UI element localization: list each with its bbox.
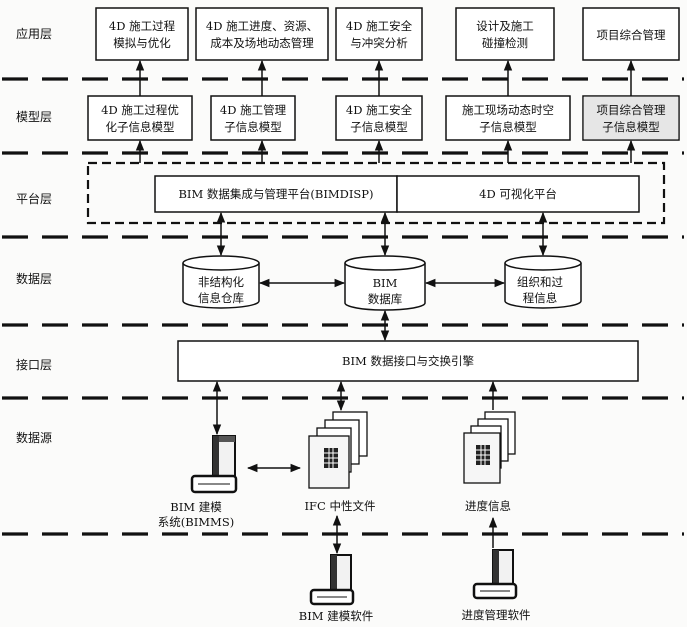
model-box-site-spatiotemporal-line1: 施工现场动态时空 [462, 103, 554, 117]
app-box-project-management-line1: 项目综合管理 [597, 28, 666, 42]
model-box-project-management-line1: 项目综合管理 [597, 103, 666, 117]
model-box-construction-management-line2: 子信息模型 [224, 120, 282, 134]
ifc-file-label: IFC 中性文件 [305, 499, 376, 513]
model-box-construction-safety-line2: 子信息模型 [350, 120, 408, 134]
ifc-document-stack-icon [308, 411, 368, 489]
model-box-construction-safety-line1: 4D 施工安全 [346, 103, 413, 117]
interface-engine-box [177, 340, 639, 382]
model-box-site-spatiotemporal-line2: 子信息模型 [479, 120, 537, 134]
model-box-construction-safety [335, 95, 423, 141]
interface-engine-label: BIM 数据接口与交换引擎 [342, 354, 474, 368]
model-box-construction-management [210, 95, 296, 141]
org-process-info-line1: 组织和过 [517, 275, 563, 289]
schedule-info-label: 进度信息 [465, 499, 511, 513]
model-box-construction-management-line1: 4D 施工管理 [220, 103, 287, 117]
app-box-project-management [582, 7, 680, 61]
app-box-clash-detection-line2: 碰撞检测 [482, 36, 528, 50]
layer-label-application: 应用层 [16, 26, 52, 41]
platform-dashed-frame [86, 161, 666, 225]
layer-label-model: 模型层 [16, 110, 52, 124]
bim-system-label-line1: BIM 建模 [170, 500, 222, 514]
bim-system-computer-icon [190, 435, 238, 494]
app-box-schedule-resource-line2: 成本及场地动态管理 [210, 36, 314, 50]
app-box-clash-detection-line1: 设计及施工 [476, 19, 534, 33]
app-box-schedule-resource-line1: 4D 施工进度、资源、 [206, 19, 318, 33]
app-box-schedule-resource [195, 7, 329, 61]
model-box-project-management-line2: 子信息模型 [602, 120, 660, 134]
model-box-process-optimization-line1: 4D 施工过程优 [101, 103, 179, 117]
app-box-simulation [95, 7, 189, 61]
bim-system-label-line2: 系统(BIMMS) [158, 515, 234, 529]
app-box-safety-conflict-line2: 与冲突分析 [350, 36, 408, 50]
model-box-process-optimization-line2: 化子信息模型 [106, 120, 175, 134]
layer-label-source: 数据源 [16, 430, 52, 445]
bim-software-label: BIM 建模软件 [299, 609, 373, 623]
platform-4d-visualization-box [396, 175, 640, 213]
unstructured-repository-line1: 非结构化 [198, 275, 244, 289]
app-box-safety-conflict [335, 7, 423, 61]
app-box-safety-conflict-line1: 4D 施工安全 [346, 19, 413, 33]
bim-software-computer-icon [309, 554, 355, 606]
layer-label-platform: 平台层 [16, 191, 52, 206]
app-box-simulation-line1: 4D 施工过程 [109, 19, 176, 33]
app-box-simulation-line2: 模拟与优化 [113, 36, 171, 50]
bim-database-line1: BIM [373, 276, 398, 290]
platform-4d-visualization-label: 4D 可视化平台 [479, 187, 557, 201]
schedule-document-stack-icon [463, 411, 516, 484]
platform-bimdisp-label: BIM 数据集成与管理平台(BIMDISP) [178, 187, 373, 201]
org-process-info-line2: 程信息 [523, 291, 558, 305]
unstructured-repository-line2: 信息仓库 [198, 291, 244, 305]
platform-bimdisp-box [154, 175, 398, 213]
model-box-site-spatiotemporal [445, 95, 571, 141]
model-box-project-management-shade [583, 96, 679, 140]
layer-label-data: 数据层 [16, 271, 52, 286]
schedule-software-computer-icon [472, 549, 518, 600]
schedule-software-label: 进度管理软件 [462, 608, 531, 622]
layer-label-interface: 接口层 [16, 357, 52, 372]
app-box-clash-detection [455, 7, 555, 61]
unstructured-repository-cylinder [182, 255, 260, 309]
bim-database-line2: 数据库 [368, 292, 403, 306]
org-process-info-cylinder [504, 255, 582, 309]
